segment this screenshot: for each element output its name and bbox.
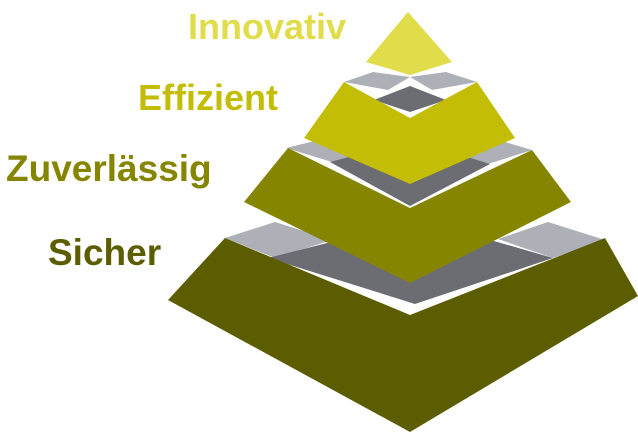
ledge-effizient-right [410, 72, 477, 90]
ledge-effizient-left [344, 72, 410, 90]
face-zuverlaessig-right [410, 150, 571, 283]
face-effizient-right [410, 82, 515, 184]
ledge-effizient-center [374, 86, 446, 112]
label-sicher: Sicher [48, 232, 162, 273]
label-innovativ: Innovativ [188, 6, 347, 47]
label-effizient: Effizient [138, 77, 278, 118]
label-zuverlaessig: Zuverlässig [6, 148, 212, 189]
ledge-sicher-left [225, 222, 332, 258]
face-sicher-left [168, 238, 410, 432]
face-zuverlaessig-left [244, 148, 410, 283]
face-innovativ [366, 12, 452, 75]
face-effizient-left [304, 82, 410, 184]
face-sicher-right [410, 238, 638, 432]
tier-innovativ [366, 12, 452, 75]
tier-effizient [304, 72, 515, 184]
